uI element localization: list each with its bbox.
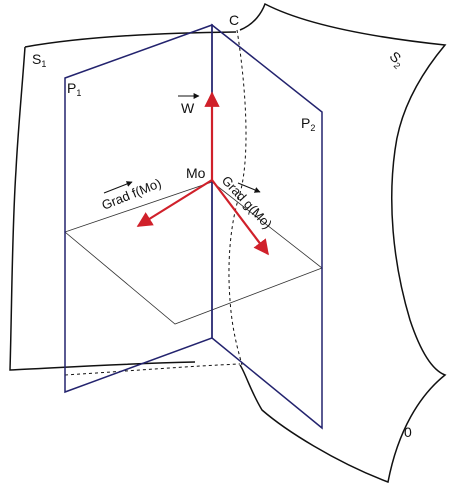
plane-p2	[211, 23, 323, 430]
surface-s1	[9, 31, 237, 371]
label-s1: S1	[32, 51, 46, 69]
grad-f-overarrow	[103, 181, 133, 194]
vector-grad-g	[211, 179, 269, 256]
label-mo: Mo	[186, 165, 206, 181]
plane-p1	[64, 23, 213, 394]
label-grad-g: Grad g(Mo)	[219, 173, 275, 232]
label-p2: P2	[301, 115, 315, 133]
label-zero: 0	[404, 424, 412, 440]
vector-grad-f	[136, 179, 213, 227]
label-c: C	[229, 12, 239, 28]
label-p1: P1	[67, 80, 81, 98]
label-grad-f: Grad f(Mo)	[100, 175, 164, 212]
grad-g-overarrow	[237, 182, 261, 193]
label-s2: S2	[385, 48, 408, 71]
surface-s2	[239, 2, 447, 484]
surface-s1-hidden-edge	[64, 363, 241, 376]
label-w: W	[181, 100, 195, 116]
curve-c	[228, 29, 247, 366]
